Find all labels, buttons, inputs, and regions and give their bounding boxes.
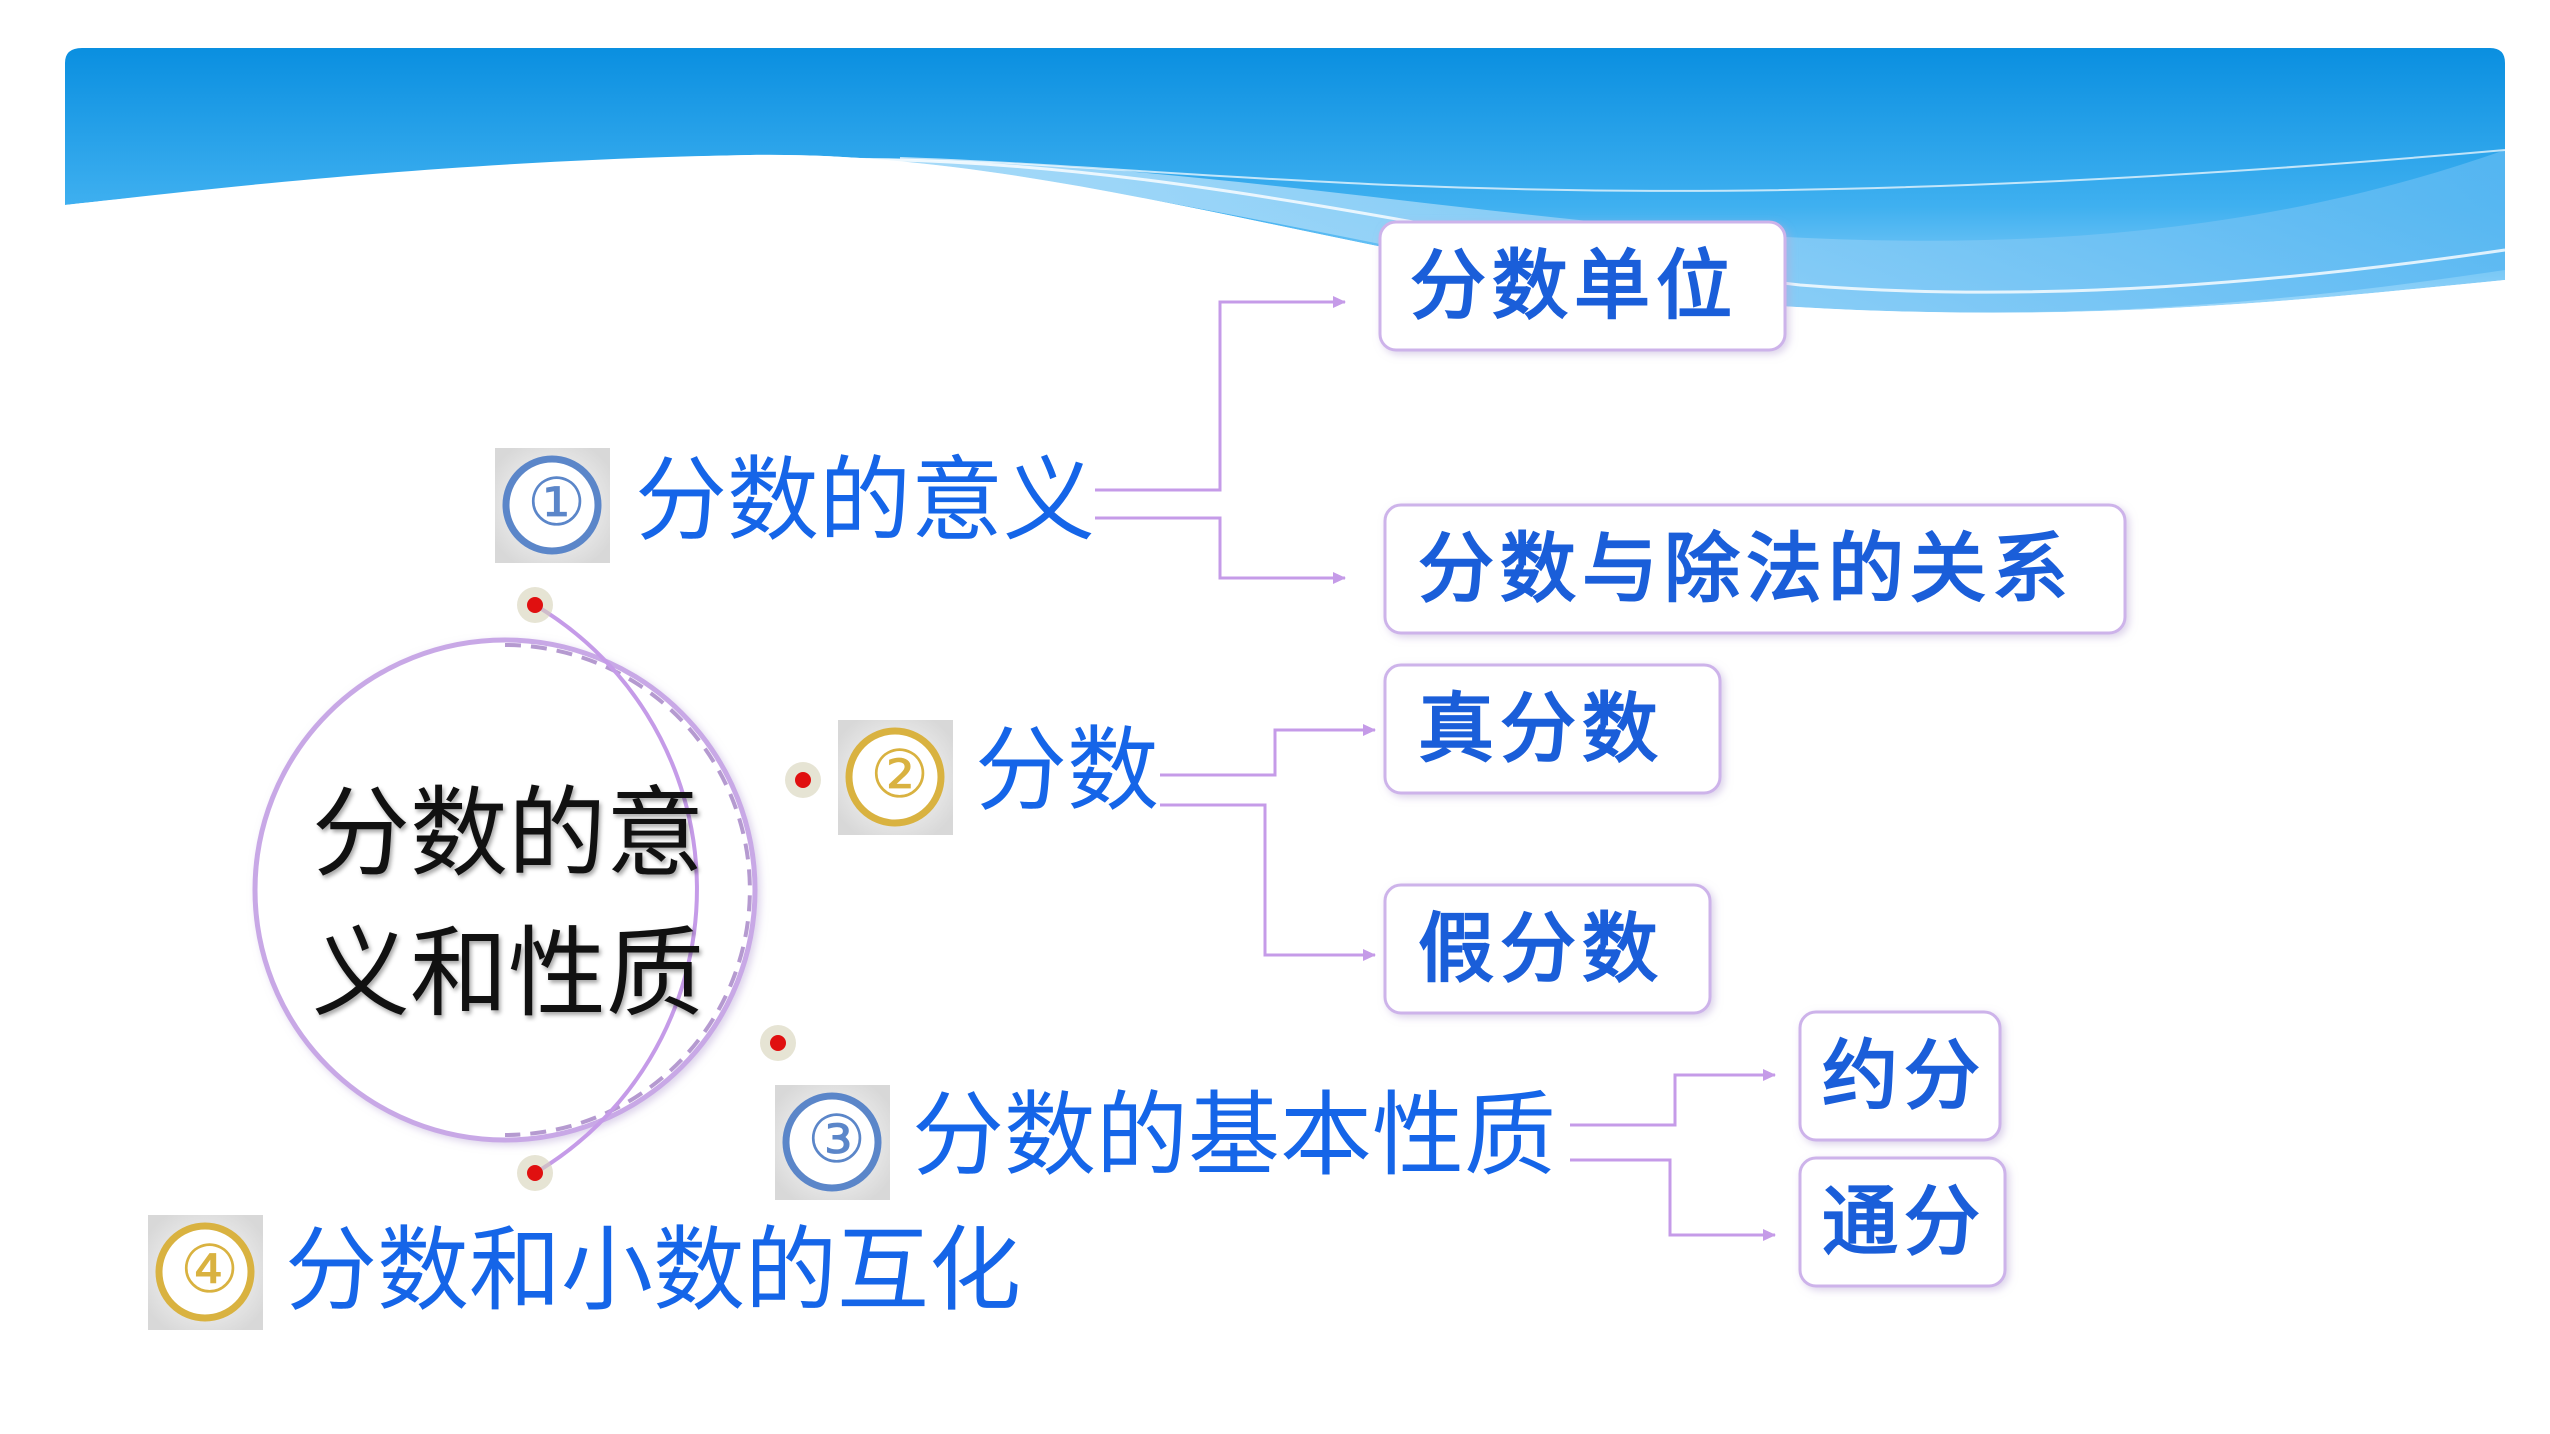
badge-number-2: ② (870, 736, 930, 813)
orbit-arc (533, 603, 699, 1172)
connector-1a (1095, 296, 1346, 492)
header-banner (65, 48, 2506, 330)
orbit-dot-3-core (770, 1035, 786, 1051)
connector-2a (1160, 724, 1376, 777)
orbit-dot-1-core (527, 597, 543, 613)
leaf-box-6 (1798, 1156, 2007, 1288)
badge-number-3: ③ (807, 1101, 867, 1178)
badge-ring-4 (155, 1222, 255, 1322)
leaf-box-4 (1383, 883, 1712, 1015)
badge-number-1: ① (527, 464, 587, 541)
leaf-label-reduce: 约分 (1822, 1031, 1986, 1120)
badge-ring-1 (502, 455, 602, 555)
leaf-label-fraction-unit: 分数单位 (1410, 241, 1738, 330)
connectors (1095, 296, 1776, 1241)
branch-title-1: 分数的意义 (635, 447, 1096, 554)
badge-ring-2 (845, 727, 945, 827)
orbit-dot-2-core (795, 772, 811, 788)
connector-3b (1570, 1158, 1776, 1241)
leaf-label-improper-fraction: 假分数 (1418, 904, 1664, 993)
leaf-label-proper-fraction: 真分数 (1418, 684, 1664, 773)
orbit-dot-4-core (527, 1165, 543, 1181)
branch-title-2: 分数 (975, 717, 1160, 824)
center-title-line-2: 义和性质 (312, 917, 705, 1031)
leaf-boxes (1378, 220, 2127, 1288)
badge-ring-3 (782, 1092, 882, 1192)
orbit-dots (517, 587, 821, 1191)
leaf-box-5 (1798, 1010, 2002, 1142)
connector-2b (1160, 803, 1376, 961)
number-badges (148, 448, 953, 1330)
leaf-box-2 (1383, 503, 2127, 635)
leaf-label-fraction-division: 分数与除法的关系 (1418, 524, 2074, 613)
badge-number-4: ④ (180, 1231, 240, 1308)
center-title-line-1: 分数的意 (312, 777, 705, 891)
connector-1b (1095, 516, 1346, 584)
leaf-box-3 (1383, 663, 1722, 795)
leaf-label-common-denominator: 通分 (1822, 1177, 1986, 1266)
branch-title-4: 分数和小数的互化 (285, 1217, 1022, 1324)
leaf-box-1 (1378, 220, 1787, 352)
connector-3a (1570, 1069, 1776, 1127)
center-node (252, 637, 758, 1143)
branch-title-3: 分数的基本性质 (912, 1082, 1557, 1189)
